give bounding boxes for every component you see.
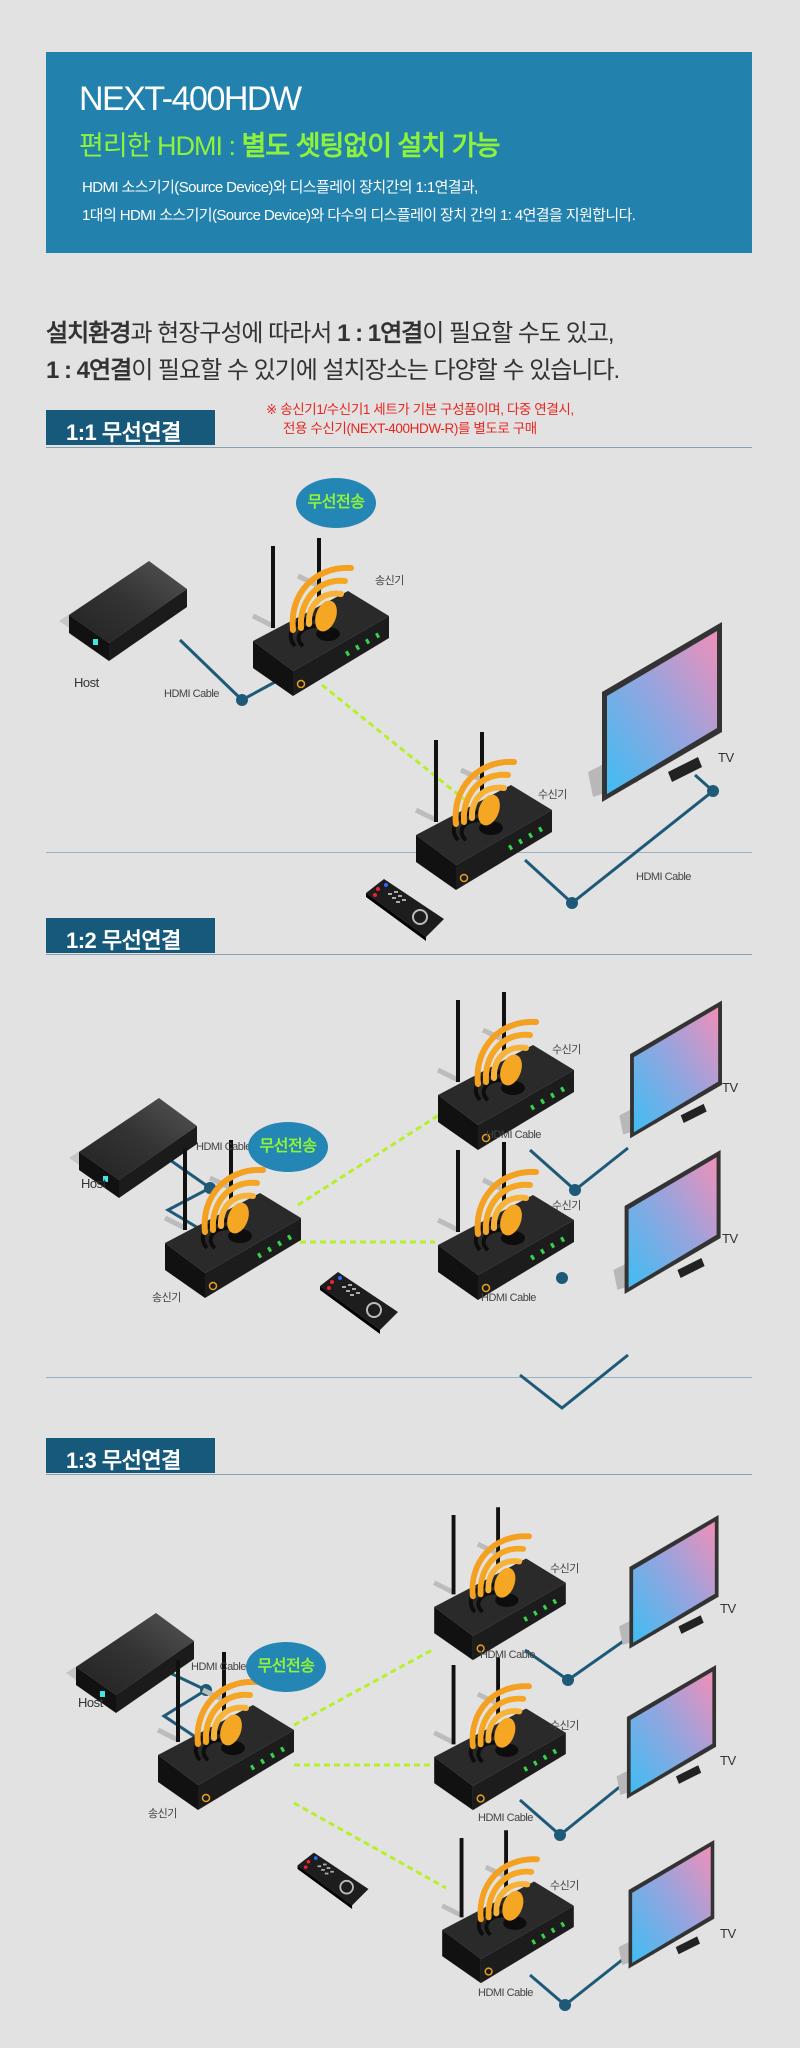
wireless-link <box>293 1801 447 1890</box>
cable-connector <box>562 1674 574 1686</box>
remote-control-icon <box>296 1851 370 1910</box>
tv-icon <box>588 622 722 802</box>
tv-icon <box>613 1150 721 1294</box>
receiver-icon <box>442 1830 574 1983</box>
remote-control-icon <box>365 878 445 942</box>
section-title-1to1: 1:1 무선연결 <box>46 410 215 445</box>
hdmi-cable-label: HDMI Cable <box>478 1812 533 1824</box>
section-rule <box>46 1474 752 1475</box>
wireless-transmission-bubble: 무선전송 <box>246 1642 326 1692</box>
hdmi-cable-label: HDMI Cable <box>486 1129 541 1141</box>
receiver-icon <box>438 1142 574 1300</box>
cable-connector <box>554 1829 566 1841</box>
hdmi-cable <box>529 1146 629 1192</box>
cable-connector <box>707 785 719 797</box>
hdmi-cable <box>519 1783 623 1837</box>
receiver-icon <box>434 1657 566 1810</box>
tv-icon <box>619 1515 719 1649</box>
host-label: Host <box>81 1176 106 1191</box>
hdmi-cable <box>523 773 716 905</box>
receiver-label: 수신기 <box>550 1880 579 1892</box>
tv-label: TV <box>720 1926 736 1941</box>
receiver-label: 수신기 <box>550 1563 579 1575</box>
intro-text: 이 필요할 수도 있고, <box>422 320 614 347</box>
intro-bold: 1 : 1연결 <box>337 320 423 347</box>
receiver-label: 수신기 <box>552 1200 581 1212</box>
wireless-link <box>297 1106 451 1207</box>
hero-banner: NEXT-400HDW 편리한 HDMI : 별도 셋팅없이 설치 가능 HDM… <box>46 52 752 253</box>
receiver-label: 수신기 <box>538 789 567 801</box>
wireless-transmission-bubble: 무선전송 <box>296 478 376 528</box>
diagram-1to3 <box>66 1507 719 2011</box>
tv-label: TV <box>720 1753 736 1768</box>
cable-connector <box>559 1999 571 2011</box>
intro-line-1: 설치환경과 현장구성에 따라서 1 : 1연결이 필요할 수도 있고, <box>46 313 615 348</box>
hdmi-cable-label: HDMI Cable <box>196 1141 251 1153</box>
tv-icon <box>618 1840 715 1969</box>
wireless-transmission-bubble: 무선전송 <box>248 1122 328 1172</box>
wireless-link <box>293 1648 433 1727</box>
hero-desc-2: 1대의 HDMI 소스기기(Source Device)와 다수의 디스플레이 … <box>82 207 636 224</box>
section-rule <box>46 447 752 448</box>
diagram-1to2 <box>69 992 722 1410</box>
diagram-1to1 <box>59 538 722 942</box>
hdmi-cable-label: HDMI Cable <box>481 1292 536 1304</box>
hdmi-cable-label: HDMI Cable <box>164 688 219 700</box>
tv-label: TV <box>718 750 734 765</box>
host-device-icon <box>59 561 187 661</box>
section-rule <box>46 954 752 955</box>
product-subtitle: 편리한 HDMI : 별도 셋팅없이 설치 가능 <box>79 124 501 163</box>
section-title-1to3: 1:3 무선연결 <box>46 1438 215 1473</box>
receiver-label: 수신기 <box>552 1044 581 1056</box>
section-divider <box>46 1377 752 1378</box>
tv-label: TV <box>722 1231 738 1246</box>
cable-connector <box>556 1272 568 1284</box>
hero-desc-1: HDMI 소스기기(Source Device)와 디스플레이 장치간의 1:1… <box>82 179 478 196</box>
host-label: Host <box>74 675 99 690</box>
intro-bold: 설치환경 <box>46 320 131 347</box>
hdmi-cable <box>529 1958 623 2007</box>
tv-icon <box>616 1665 717 1799</box>
hdmi-cable-label: HDMI Cable <box>478 1987 533 1999</box>
hdmi-cable-label: HDMI Cable <box>191 1661 246 1673</box>
receiver-icon <box>434 1507 566 1660</box>
hdmi-cable <box>161 1670 210 1742</box>
subtitle-light: 편리한 HDMI : <box>79 131 242 161</box>
tv-label: TV <box>722 1080 738 1095</box>
remote-control-icon <box>319 1271 399 1335</box>
cable-connector <box>569 1184 581 1196</box>
tv-icon <box>619 1000 722 1139</box>
intro-text: 과 현장구성에 따라서 <box>130 320 338 347</box>
section-title-1to2: 1:2 무선연결 <box>46 918 215 953</box>
intro-bold: 1 : 4연결 <box>46 357 132 384</box>
transmitter-icon <box>253 538 389 696</box>
transmitter-label: 송신기 <box>375 575 404 587</box>
hdmi-cable-label: HDMI Cable <box>480 1649 535 1661</box>
transmitter-label: 송신기 <box>152 1292 181 1304</box>
hdmi-cable <box>524 1638 626 1682</box>
receiver-label: 수신기 <box>550 1720 579 1732</box>
transmitter-label: 송신기 <box>148 1808 177 1820</box>
hdmi-cable-label: HDMI Cable <box>636 871 691 883</box>
cable-connector <box>566 897 578 909</box>
wireless-link <box>321 683 466 802</box>
tv-label: TV <box>720 1601 736 1616</box>
product-model: NEXT-400HDW <box>79 80 302 118</box>
intro-text: 이 필요할 수 있기에 설치장소는 다양할 수 있습니다. <box>131 357 620 384</box>
host-label: Host <box>78 1695 103 1710</box>
note-line-1: ※ 송신기1/수신기1 세트가 기본 구성품이며, 다중 연결시, <box>266 402 574 417</box>
cable-connector <box>236 694 248 706</box>
receiver-icon <box>438 992 574 1150</box>
intro-line-2: 1 : 4연결이 필요할 수 있기에 설치장소는 다양할 수 있습니다. <box>46 350 620 385</box>
note-line-2: 전용 수신기(NEXT-400HDW-R)를 별도로 구매 <box>283 421 537 436</box>
subtitle-bold: 별도 셋팅없이 설치 가능 <box>241 131 501 161</box>
section-divider <box>46 852 752 853</box>
hdmi-cable <box>519 1353 629 1410</box>
